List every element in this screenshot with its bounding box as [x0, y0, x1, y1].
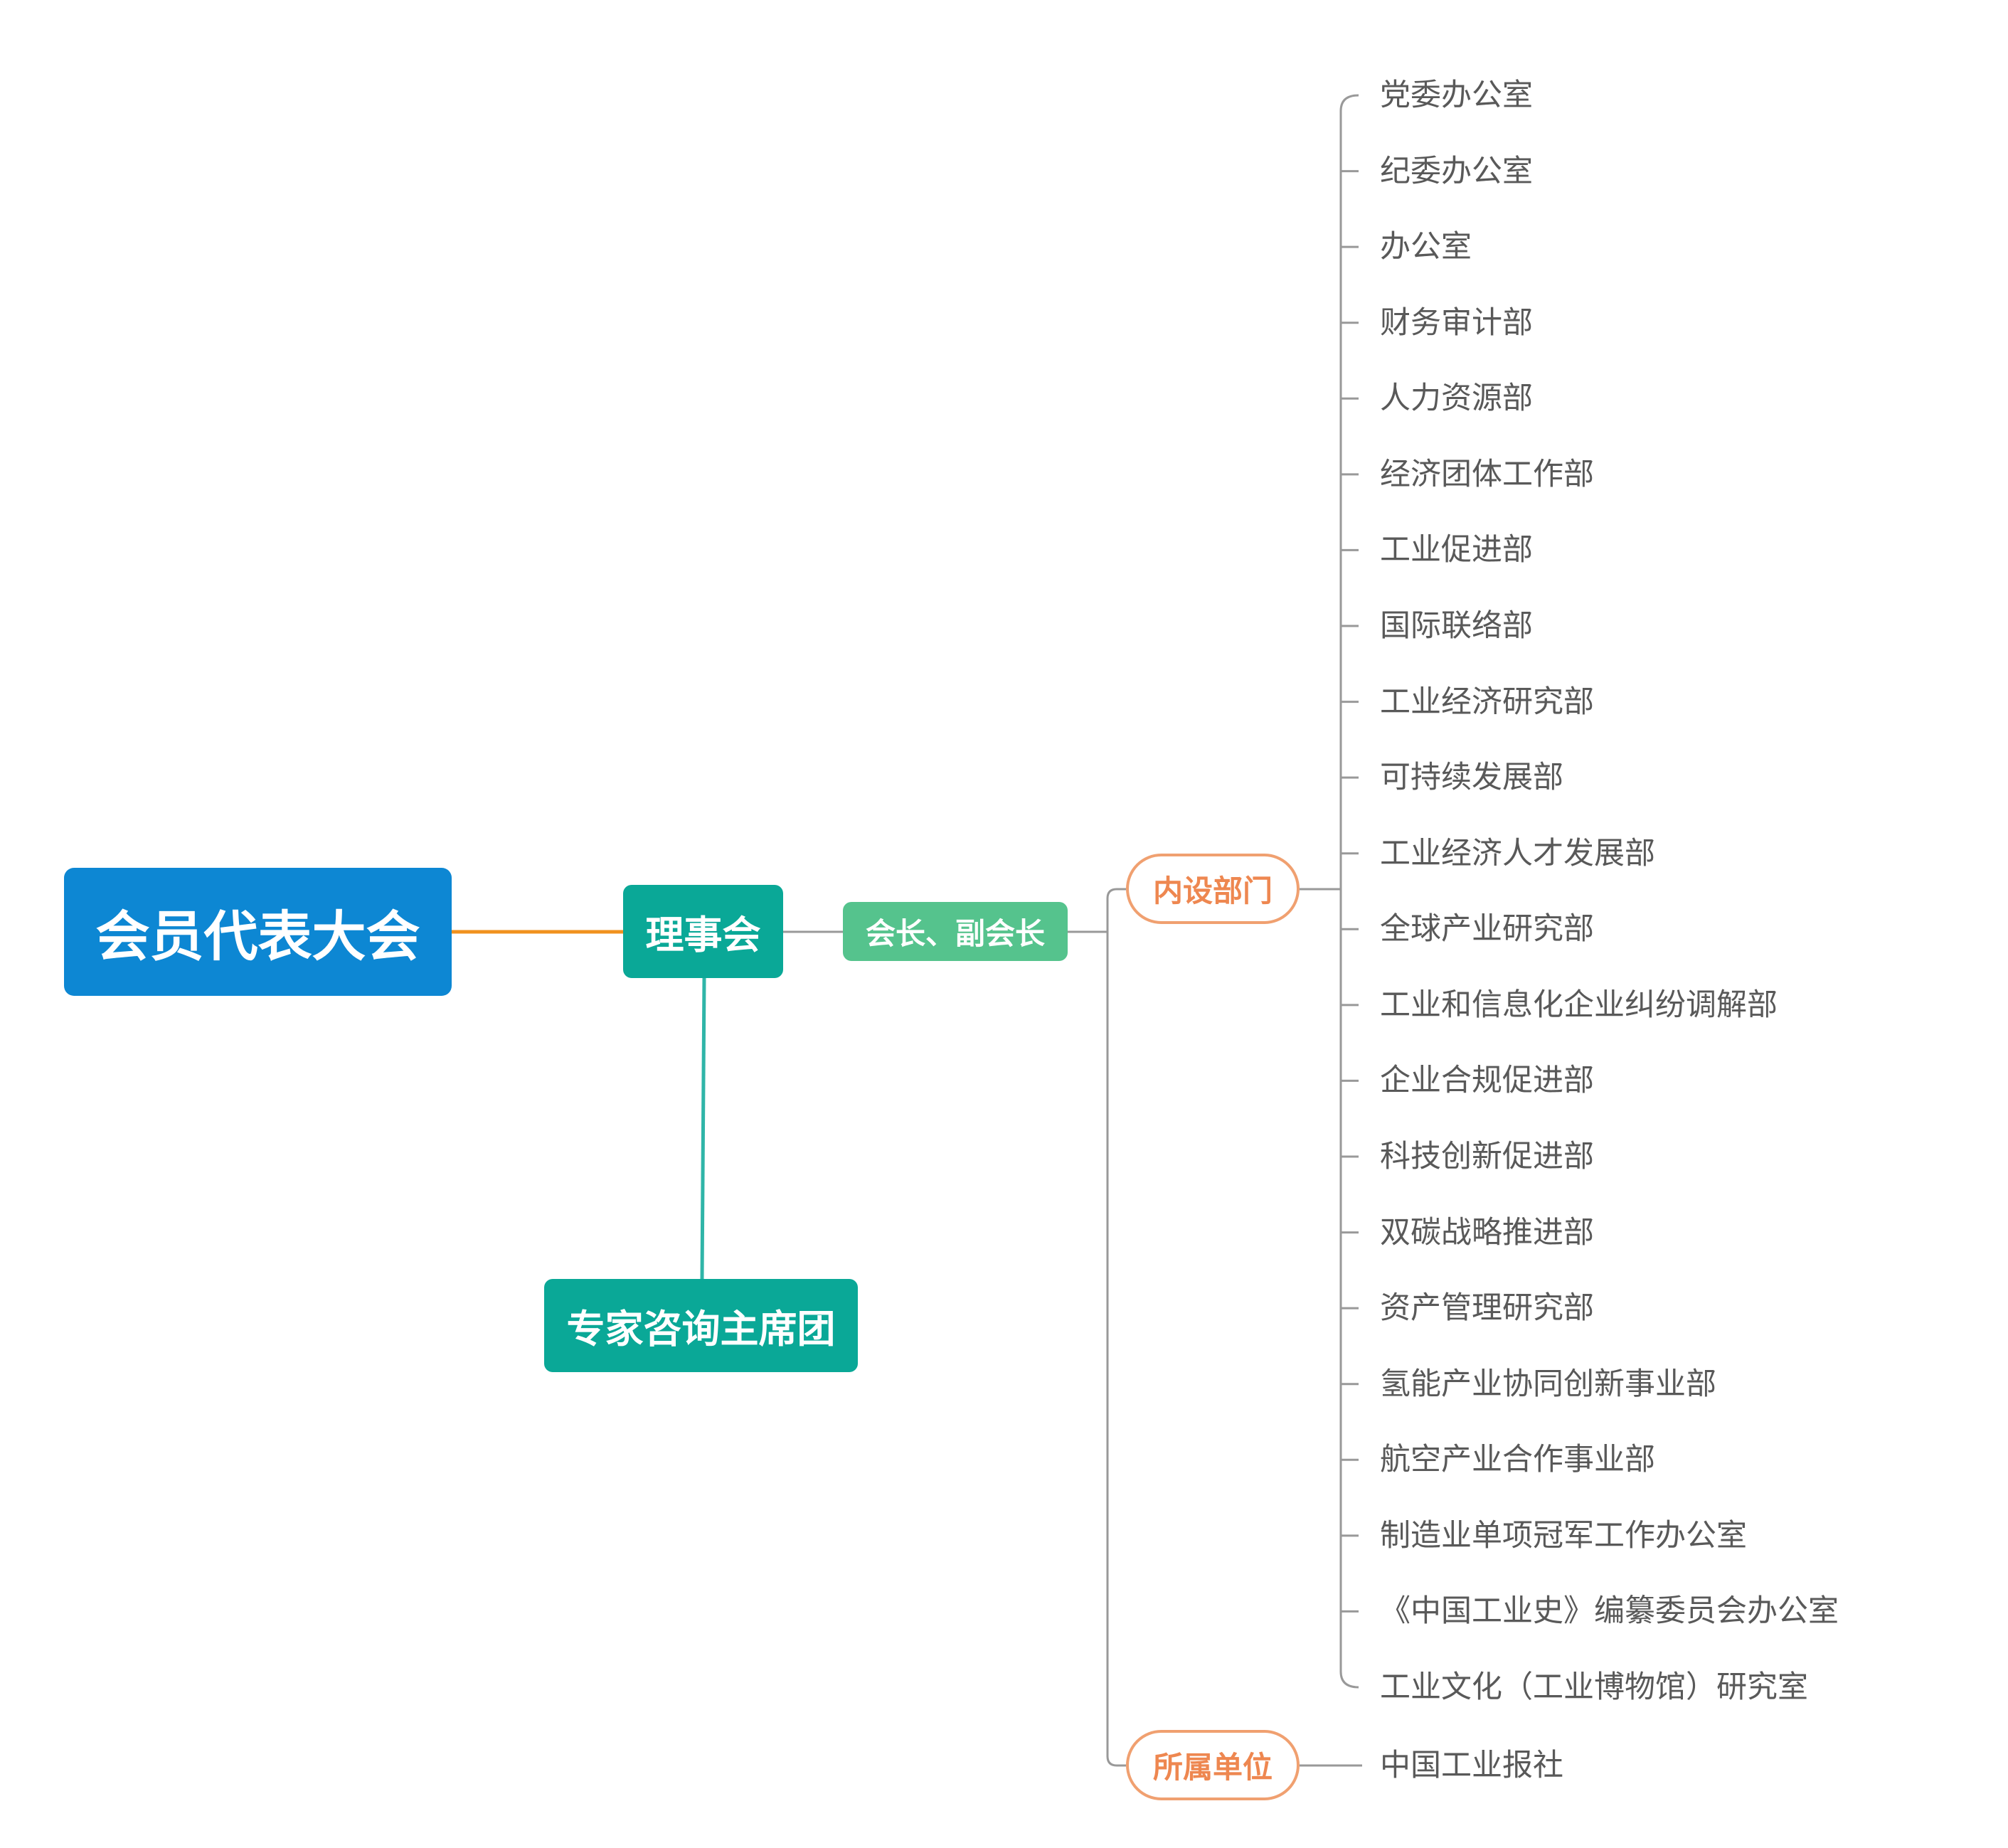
department-item[interactable]: 工业和信息化企业纠纷调解部	[1380, 987, 1778, 1023]
department-item[interactable]: 纪委办公室	[1380, 153, 1533, 189]
department-item[interactable]: 财务审计部	[1380, 304, 1533, 341]
affiliated-units-node[interactable]: 所属单位	[1126, 1730, 1300, 1800]
department-item[interactable]: 工业经济研究部	[1380, 684, 1594, 720]
department-item[interactable]: 航空产业合作事业部	[1380, 1442, 1655, 1478]
department-item[interactable]: 国际联络部	[1380, 608, 1533, 644]
general-assembly-node[interactable]: 会员代表大会	[64, 868, 452, 996]
department-item[interactable]: 工业经济人才发展部	[1380, 835, 1655, 871]
affiliated-unit-item[interactable]: 中国工业报社	[1380, 1748, 1563, 1783]
department-item[interactable]: 制造业单项冠军工作办公室	[1380, 1517, 1747, 1554]
internal-departments-node[interactable]: 内设部门	[1126, 854, 1300, 924]
department-item[interactable]: 人力资源部	[1380, 381, 1533, 417]
department-item[interactable]: 党委办公室	[1380, 78, 1533, 113]
department-item[interactable]: 可持续发展部	[1380, 760, 1563, 796]
category-trunk-line	[1106, 888, 1126, 1767]
council-to-experts-line	[700, 977, 706, 1280]
department-item[interactable]: 工业促进部	[1380, 532, 1533, 568]
department-item[interactable]: 双碳战略推进部	[1380, 1214, 1594, 1250]
department-item[interactable]: 经济团体工作部	[1380, 456, 1594, 492]
department-item[interactable]: 科技创新促进部	[1380, 1139, 1594, 1174]
department-item[interactable]: 工业文化（工业博物馆）研究室	[1380, 1669, 1808, 1705]
department-bracket-line	[1339, 94, 1359, 1689]
president-vice-presidents-node[interactable]: 会长、副会长	[843, 902, 1068, 961]
department-item[interactable]: 办公室	[1380, 229, 1472, 265]
department-item[interactable]: 全球产业研究部	[1380, 911, 1594, 947]
department-item[interactable]: 氢能产业协同创新事业部	[1380, 1366, 1716, 1402]
department-item[interactable]: 《中国工业史》编纂委员会办公室	[1380, 1593, 1839, 1630]
council-node[interactable]: 理事会	[623, 885, 783, 978]
department-item[interactable]: 资产管理研究部	[1380, 1290, 1594, 1327]
expert-advisory-presidium-node[interactable]: 专家咨询主席团	[544, 1279, 858, 1372]
department-item[interactable]: 企业合规促进部	[1380, 1063, 1594, 1099]
